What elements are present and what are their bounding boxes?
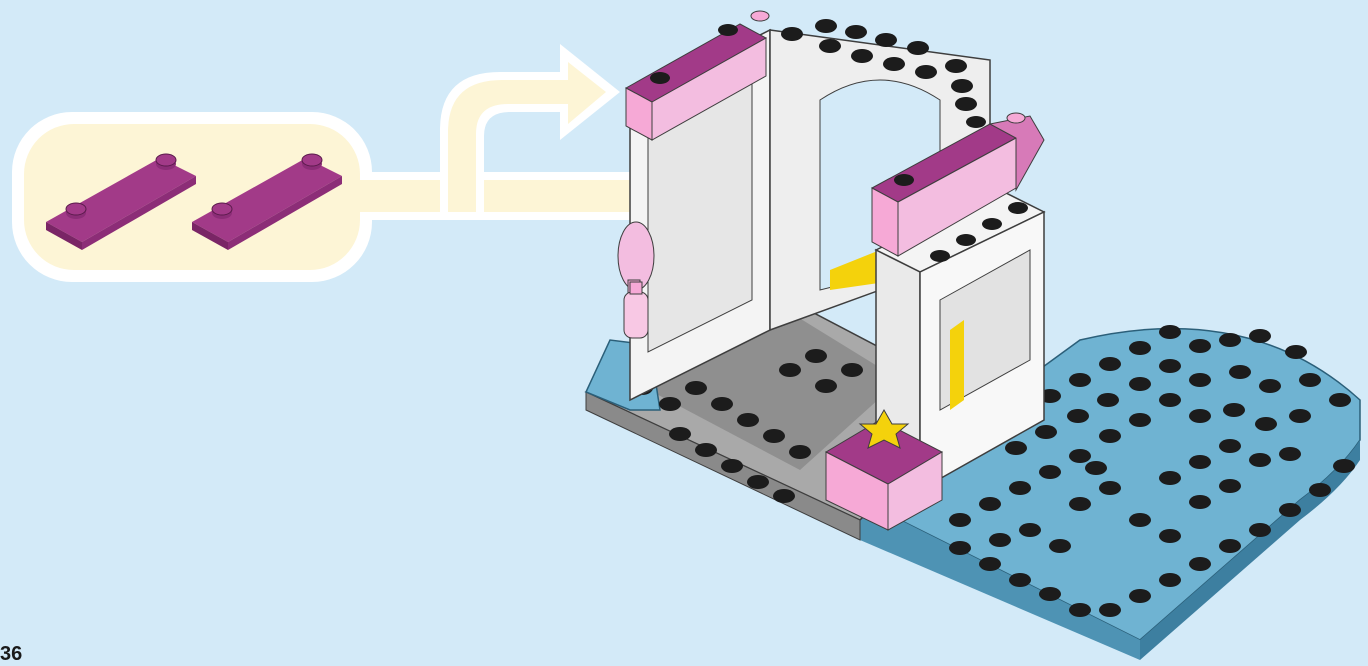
page-number: 36 bbox=[0, 644, 22, 664]
